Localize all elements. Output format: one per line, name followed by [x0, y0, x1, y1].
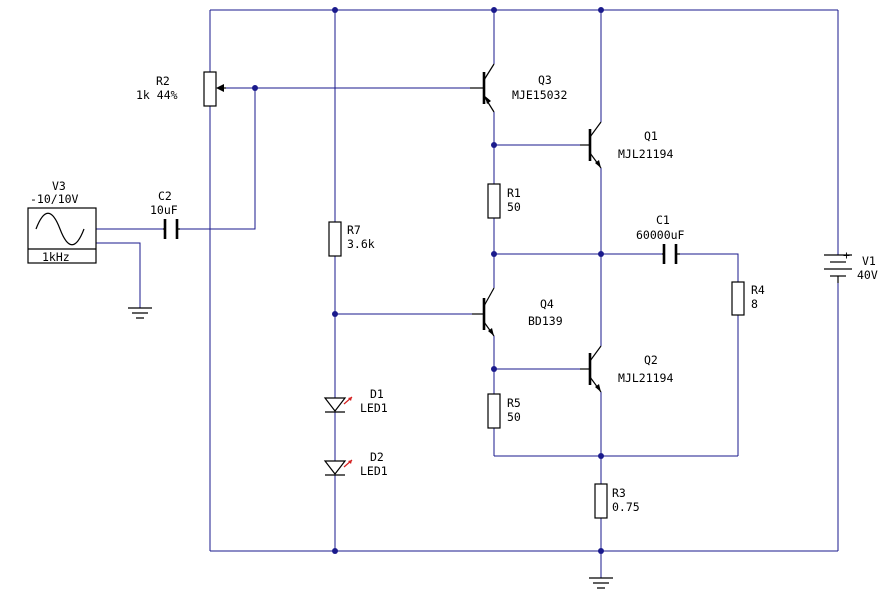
d2-ref-label: D2: [370, 450, 384, 464]
resistor-r4: R4 8: [731, 281, 765, 316]
d2-value-label: LED1: [360, 464, 388, 478]
battery-v1: + V1 40V: [824, 248, 878, 283]
v3-ref-label: V3: [52, 179, 66, 193]
q3-ref-label: Q3: [538, 73, 552, 87]
c1-ref-label: C1: [656, 213, 670, 227]
transistor-q2: Q2 MJL21194: [580, 345, 673, 393]
ground-symbol-main: [589, 577, 613, 589]
junction-dots: [252, 7, 604, 554]
r7-value-label: 3.6k: [347, 237, 375, 251]
wires: [96, 9, 839, 578]
led-d1: D1 LED1: [323, 387, 388, 415]
signal-source-v3: V3 -10/10V 1kHz: [27, 179, 97, 264]
r7-ref-label: R7: [347, 223, 361, 237]
transistor-q3: Q3 MJE15032: [470, 63, 567, 113]
c2-value-label: 10uF: [150, 203, 178, 217]
potentiometer-r2: R2 1k 44%: [136, 71, 226, 107]
led-d2: D2 LED1: [323, 450, 388, 478]
resistor-r7: R7 3.6k: [328, 221, 375, 257]
r1-ref-label: R1: [507, 186, 521, 200]
r2-ref-label: R2: [156, 74, 170, 88]
ground-symbol-v3: [128, 307, 152, 319]
r5-ref-label: R5: [507, 396, 521, 410]
r1-value-label: 50: [507, 200, 521, 214]
transistor-q4: Q4 BD139: [472, 287, 563, 337]
r3-value-label: 0.75: [612, 500, 640, 514]
capacitor-c2: C2 10uF: [150, 189, 180, 239]
v1-value-label: 40V: [857, 268, 878, 282]
r2-value-label: 1k 44%: [136, 88, 178, 102]
v3-frequency-label: 1kHz: [42, 250, 70, 264]
r5-value-label: 50: [507, 410, 521, 424]
r4-value-label: 8: [751, 297, 758, 311]
d1-ref-label: D1: [370, 387, 384, 401]
q1-ref-label: Q1: [644, 129, 658, 143]
capacitor-c1: C1 60000uF: [636, 213, 685, 264]
resistor-r1: R1 50: [487, 183, 521, 219]
d1-value-label: LED1: [360, 401, 388, 415]
q2-value-label: MJL21194: [618, 371, 673, 385]
r4-ref-label: R4: [751, 283, 765, 297]
r3-ref-label: R3: [612, 486, 626, 500]
transistor-q1: Q1 MJL21194: [580, 121, 673, 169]
resistor-r3: R3 0.75: [594, 483, 640, 519]
q4-ref-label: Q4: [540, 297, 554, 311]
v3-value-label: -10/10V: [30, 192, 79, 206]
q3-value-label: MJE15032: [512, 88, 567, 102]
c1-value-label: 60000uF: [636, 228, 685, 242]
q4-value-label: BD139: [528, 314, 563, 328]
q1-value-label: MJL21194: [618, 147, 673, 161]
resistor-r5: R5 50: [487, 393, 521, 429]
q2-ref-label: Q2: [644, 353, 658, 367]
v1-plus-sign: +: [843, 248, 850, 262]
v1-ref-label: V1: [862, 254, 876, 268]
c2-ref-label: C2: [158, 189, 172, 203]
